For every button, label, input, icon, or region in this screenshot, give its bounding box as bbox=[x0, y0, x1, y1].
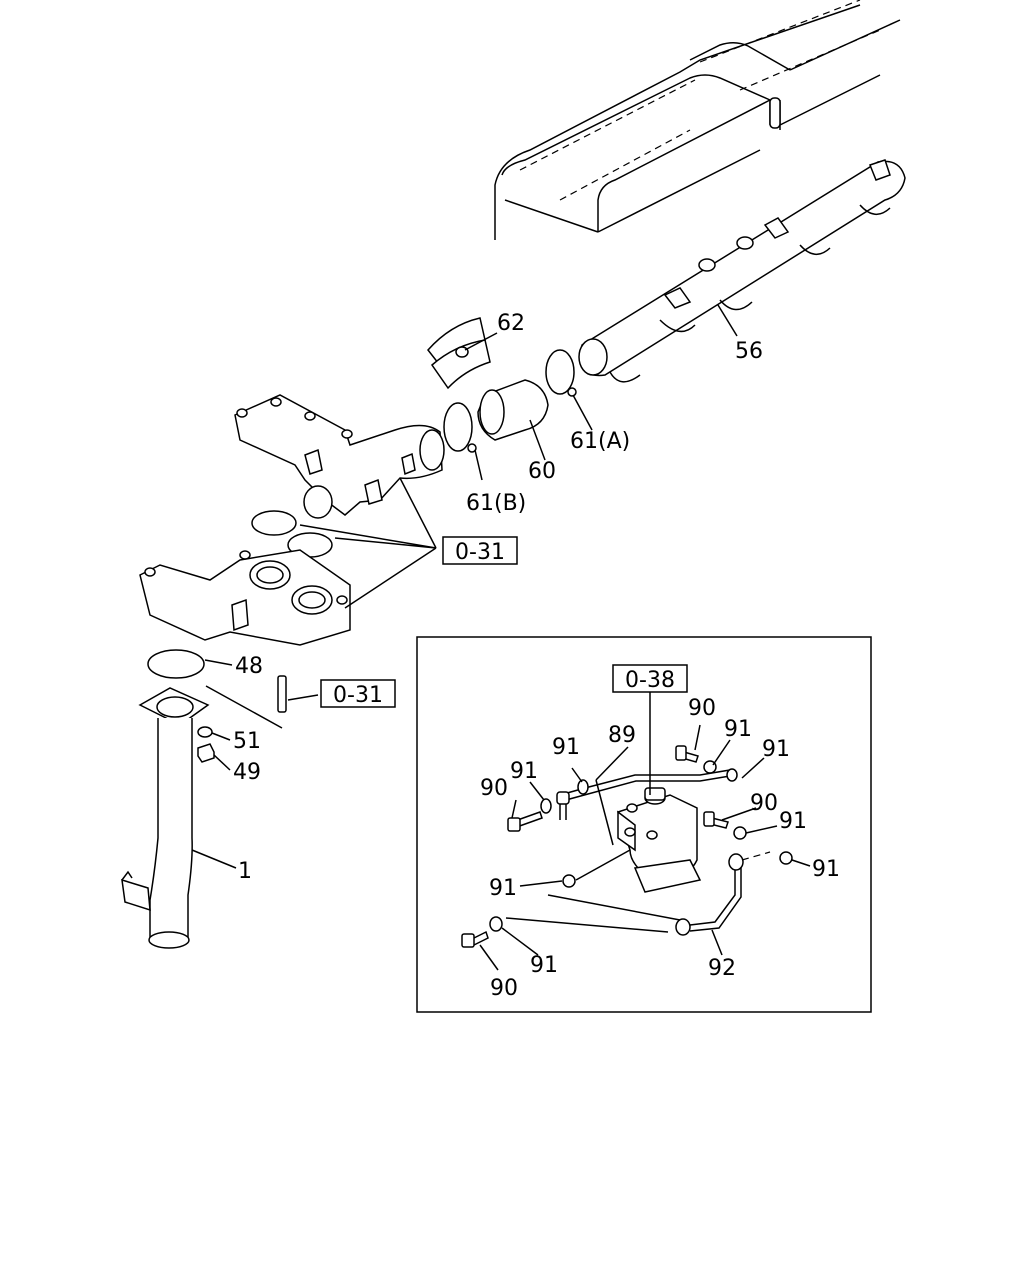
thermostat-housing-lower bbox=[139, 549, 351, 646]
pipe-1 bbox=[121, 687, 210, 949]
stud-bolt bbox=[277, 675, 287, 713]
detail-box bbox=[416, 636, 872, 1013]
label-49: 49 bbox=[233, 760, 261, 785]
washer-91-d bbox=[733, 826, 747, 840]
nut-49 bbox=[197, 743, 215, 763]
label-90-top: 90 bbox=[688, 696, 716, 721]
fuel-filter bbox=[617, 787, 702, 893]
clamp-61a bbox=[545, 349, 577, 397]
bolt-90-a bbox=[507, 811, 543, 832]
hose-60 bbox=[477, 379, 549, 441]
washer-91-e bbox=[779, 851, 793, 865]
label-60: 60 bbox=[528, 459, 556, 484]
label-56: 56 bbox=[735, 339, 763, 364]
ref-box-031-upper: 0-31 bbox=[442, 536, 518, 565]
label-1: 1 bbox=[238, 859, 252, 884]
label-90-bottom: 90 bbox=[490, 976, 518, 1001]
label-62: 62 bbox=[497, 311, 525, 336]
ref-box-038: 0-38 bbox=[612, 664, 688, 693]
washer-91-b bbox=[577, 779, 589, 795]
label-61a: 61(A) bbox=[570, 429, 630, 454]
washer-91-g bbox=[489, 916, 503, 932]
label-91-bottom: 91 bbox=[530, 953, 558, 978]
ref-031-upper-text: 0-31 bbox=[455, 540, 505, 565]
label-91-left: 91 bbox=[510, 759, 538, 784]
engine-cover bbox=[494, 0, 901, 240]
o-ring-48 bbox=[147, 649, 205, 679]
ref-box-031-lower: 0-31 bbox=[320, 679, 396, 708]
ref-038-text: 0-38 bbox=[625, 668, 675, 693]
thermostat-housing-upper bbox=[234, 394, 445, 519]
label-90-left: 90 bbox=[480, 776, 508, 801]
label-91-right-top: 91 bbox=[762, 737, 790, 762]
leader-lines bbox=[191, 304, 811, 971]
pipe-56 bbox=[578, 159, 906, 383]
label-90-right: 90 bbox=[750, 791, 778, 816]
washer-91-a bbox=[540, 798, 552, 814]
label-91-top: 91 bbox=[724, 717, 752, 742]
label-92: 92 bbox=[708, 956, 736, 981]
bolt-90-c bbox=[703, 811, 729, 829]
label-51: 51 bbox=[233, 729, 261, 754]
label-91-right-mid: 91 bbox=[779, 809, 807, 834]
washer-91-f bbox=[562, 874, 576, 888]
label-61b: 61(B) bbox=[466, 491, 526, 516]
pipe-92 bbox=[675, 853, 744, 936]
label-91-upper-left: 91 bbox=[552, 735, 580, 760]
pipe-89 bbox=[556, 768, 738, 820]
clamp-62 bbox=[427, 317, 491, 390]
bolt-90-d bbox=[461, 930, 489, 948]
label-48: 48 bbox=[235, 654, 263, 679]
label-91-far-right: 91 bbox=[812, 857, 840, 882]
part-labels: 62 56 61(A) 60 61(B) 48 51 49 1 90 91 89… bbox=[233, 311, 840, 1001]
clamp-61b bbox=[443, 402, 477, 453]
label-89: 89 bbox=[608, 723, 636, 748]
washer-51 bbox=[197, 726, 213, 738]
bolt-90-b bbox=[675, 745, 699, 763]
label-91-lower-left: 91 bbox=[489, 876, 517, 901]
ref-031-lower-text: 0-31 bbox=[333, 683, 383, 708]
